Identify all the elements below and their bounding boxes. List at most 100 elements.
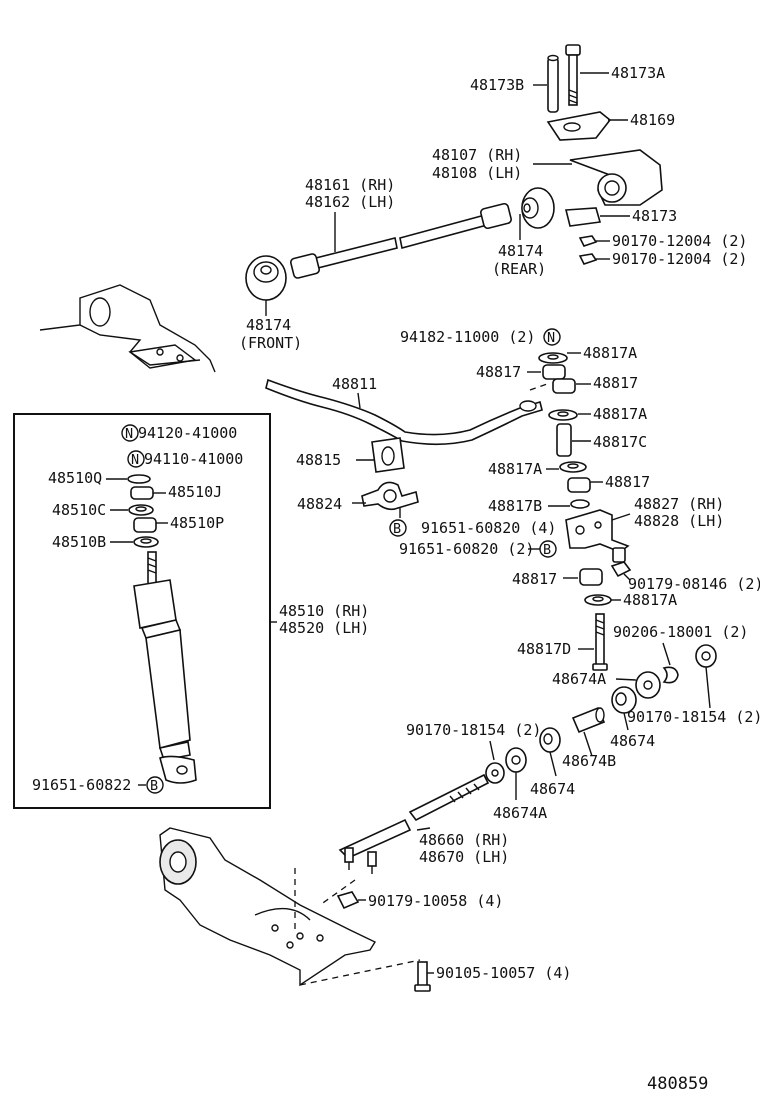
- stabilizer-bar-48811: [265, 378, 543, 446]
- label-48815: 48815: [296, 451, 341, 469]
- label-48817c: 48817C: [593, 433, 647, 451]
- nut-90170-12004-a: [578, 235, 598, 247]
- clamp-48169: [546, 111, 612, 141]
- badge-n-94120: N: [121, 424, 139, 442]
- label-48520: 48520 (LH): [279, 619, 369, 637]
- lower-arm: [159, 827, 377, 987]
- label-front: (FRONT): [239, 334, 302, 352]
- anchor-48174-front: [245, 255, 287, 301]
- label-91651-60820-4: 91651-60820 (4): [421, 519, 556, 537]
- label-48817-3: 48817: [605, 473, 650, 491]
- label-rear: (REAR): [492, 260, 546, 278]
- washer-48817a-2: [548, 409, 578, 421]
- label-90170-12004-b: 90170-12004 (2): [612, 250, 747, 268]
- torsion-arm-48107: [569, 149, 663, 206]
- label-48510: 48510 (RH): [279, 602, 369, 620]
- shock-absorber-48510: [133, 551, 197, 784]
- label-94120-41000: 94120-41000: [138, 424, 237, 442]
- cushion-48817-1: [542, 364, 566, 380]
- svg-text:B: B: [543, 542, 551, 558]
- label-48510j: 48510J: [168, 483, 222, 501]
- bolt-48173a: [565, 44, 581, 106]
- label-48660: 48660 (RH): [419, 831, 509, 849]
- label-48169: 48169: [630, 111, 675, 129]
- label-48827: 48827 (RH): [634, 495, 724, 513]
- washer-48674a-1: [635, 671, 661, 699]
- label-94182-11000: 94182-11000 (2): [400, 328, 535, 346]
- cushion-48510p: [133, 517, 157, 533]
- badge-n-94110: N: [127, 450, 145, 468]
- washer-90206-18001: [662, 666, 679, 684]
- label-48173a: 48173A: [611, 64, 665, 82]
- label-48173: 48173: [632, 207, 677, 225]
- label-91651-60822: 91651-60822: [32, 776, 131, 794]
- nut-90179-10058: [336, 891, 360, 910]
- label-48817b: 48817B: [488, 497, 542, 515]
- strut-end-bolts: [344, 847, 377, 874]
- cushion-48817-4: [579, 568, 603, 586]
- collar-48674b: [571, 706, 606, 734]
- badge-b-91651-60820-2: B: [539, 540, 557, 558]
- label-48107: 48107 (RH): [432, 146, 522, 164]
- label-90170-18154-a: 90170-18154 (2): [627, 708, 760, 726]
- badge-b-91651-60820-4: B: [389, 519, 407, 537]
- label-48817-1: 48817: [476, 363, 521, 381]
- bracket-48824: [361, 481, 419, 511]
- label-48510q: 48510Q: [48, 469, 102, 487]
- label-48674-2: 48674: [530, 780, 575, 798]
- washer-48817b: [570, 499, 590, 509]
- svg-text:N: N: [125, 426, 133, 442]
- label-48811: 48811: [332, 375, 377, 393]
- label-90179-10058: 90179-10058 (4): [368, 892, 503, 910]
- cushion-48817-2: [552, 378, 576, 394]
- bolt-90105-10057: [414, 961, 431, 992]
- label-48162: 48162 (LH): [305, 193, 395, 211]
- cushion-48817-3: [567, 477, 591, 493]
- label-48817a-3: 48817A: [488, 460, 542, 478]
- label-91651-60820-2: 91651-60820 (2): [399, 540, 534, 558]
- nut-90170-12004-b: [578, 253, 598, 265]
- label-48828: 48828 (LH): [634, 512, 724, 530]
- anchor-48174-rear: [521, 187, 555, 229]
- badge-b-91651-60822: B: [146, 776, 164, 794]
- label-48510b: 48510B: [52, 533, 106, 551]
- label-48674b: 48674B: [562, 752, 616, 770]
- label-48510c: 48510C: [52, 501, 106, 519]
- svg-text:N: N: [131, 452, 139, 468]
- label-48174-rear: 48174: [498, 242, 543, 260]
- label-90179-08146: 90179-08146 (2): [628, 575, 760, 593]
- label-90170-12004-a: 90170-12004 (2): [612, 232, 747, 250]
- label-48510p: 48510P: [170, 514, 224, 532]
- frame-bracket: [39, 284, 216, 373]
- cushion-48510j: [130, 486, 154, 500]
- bolt-48817d: [592, 613, 608, 671]
- pin-48173b: [547, 54, 559, 113]
- label-48674-1: 48674: [610, 732, 655, 750]
- label-48817a-4: 48817A: [623, 591, 677, 609]
- svg-text:B: B: [150, 778, 158, 794]
- label-48824: 48824: [297, 495, 342, 513]
- shock-absorber-box: [13, 413, 271, 809]
- label-48174-front: 48174: [246, 316, 291, 334]
- label-48817d: 48817D: [517, 640, 571, 658]
- label-48161: 48161 (RH): [305, 176, 395, 194]
- label-48817a-1: 48817A: [583, 344, 637, 362]
- nut-90170-18154-b: [485, 762, 505, 784]
- badge-n-94182: N: [543, 328, 561, 346]
- label-48817a-2: 48817A: [593, 405, 647, 423]
- collar-48817c: [556, 423, 572, 457]
- label-94110-41000: 94110-41000: [144, 450, 243, 468]
- washer-48817a-4: [584, 594, 612, 606]
- washer-48510q: [127, 474, 151, 484]
- cushion-48674-1: [611, 686, 637, 714]
- bushing-48815: [371, 437, 405, 473]
- label-48674a-2: 48674A: [493, 804, 547, 822]
- washer-48817a-3: [559, 461, 587, 473]
- label-48108: 48108 (LH): [432, 164, 522, 182]
- nut-90170-18154-a: [695, 644, 717, 668]
- label-90170-18154-b: 90170-18154 (2): [406, 721, 541, 739]
- washer-48510b: [133, 536, 159, 548]
- label-90206-18001: 90206-18001 (2): [613, 623, 748, 641]
- washer-48817a-1: [538, 352, 568, 364]
